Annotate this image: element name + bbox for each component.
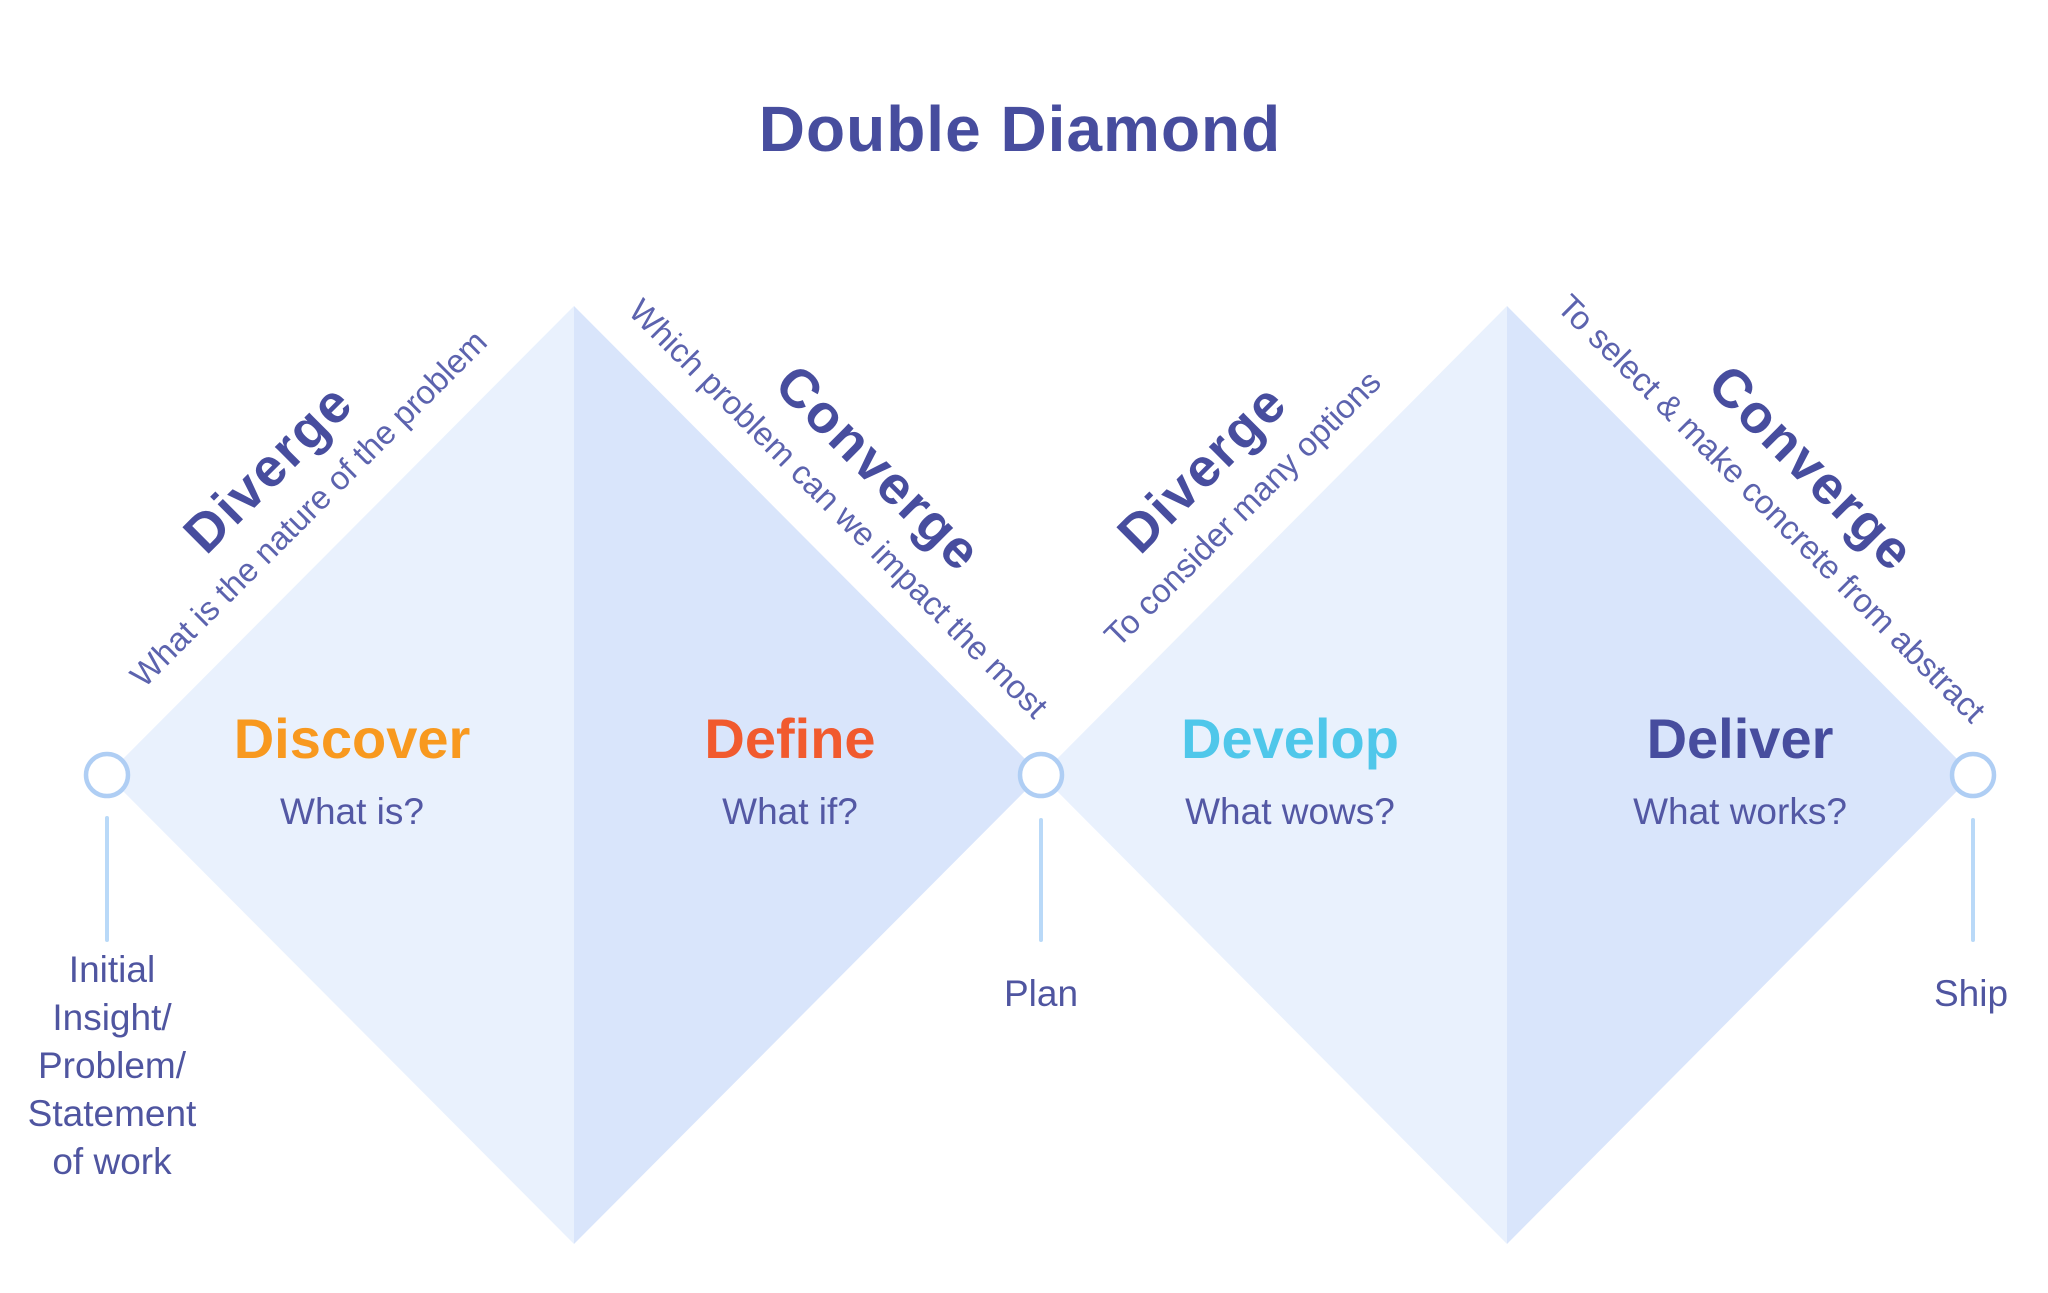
milestone-label-initial-insight: Initial Insight/ Problem/ Statement of w… [27, 949, 197, 1182]
phase-discover-name: Discover [233, 707, 471, 770]
phase-deliver: Deliver What works? [1633, 707, 1847, 832]
phase-develop-question: What wows? [1185, 791, 1395, 832]
milestone-label-plan: Plan [1003, 973, 1079, 1014]
define-half-shape [574, 306, 1041, 1244]
discover-half-shape [107, 306, 574, 1244]
phase-discover-question: What is? [280, 791, 424, 832]
phase-define-question: What if? [722, 791, 858, 832]
phase-discover: Discover What is? [233, 707, 471, 832]
ship-node-circle [1949, 751, 1997, 799]
milestone-label-ship: Ship [1933, 973, 2009, 1014]
start-node-circle [83, 751, 131, 799]
deliver-half-shape [1507, 306, 1973, 1244]
plan-node-circle [1017, 751, 1065, 799]
phase-develop: Develop What wows? [1181, 707, 1399, 832]
phase-deliver-name: Deliver [1646, 707, 1834, 770]
develop-half-shape [1041, 306, 1507, 1244]
phase-deliver-question: What works? [1633, 791, 1847, 832]
phase-define: Define What if? [704, 707, 876, 832]
phase-define-name: Define [704, 707, 876, 770]
phase-develop-name: Develop [1181, 707, 1399, 770]
page-title: Double Diamond [758, 93, 1282, 165]
